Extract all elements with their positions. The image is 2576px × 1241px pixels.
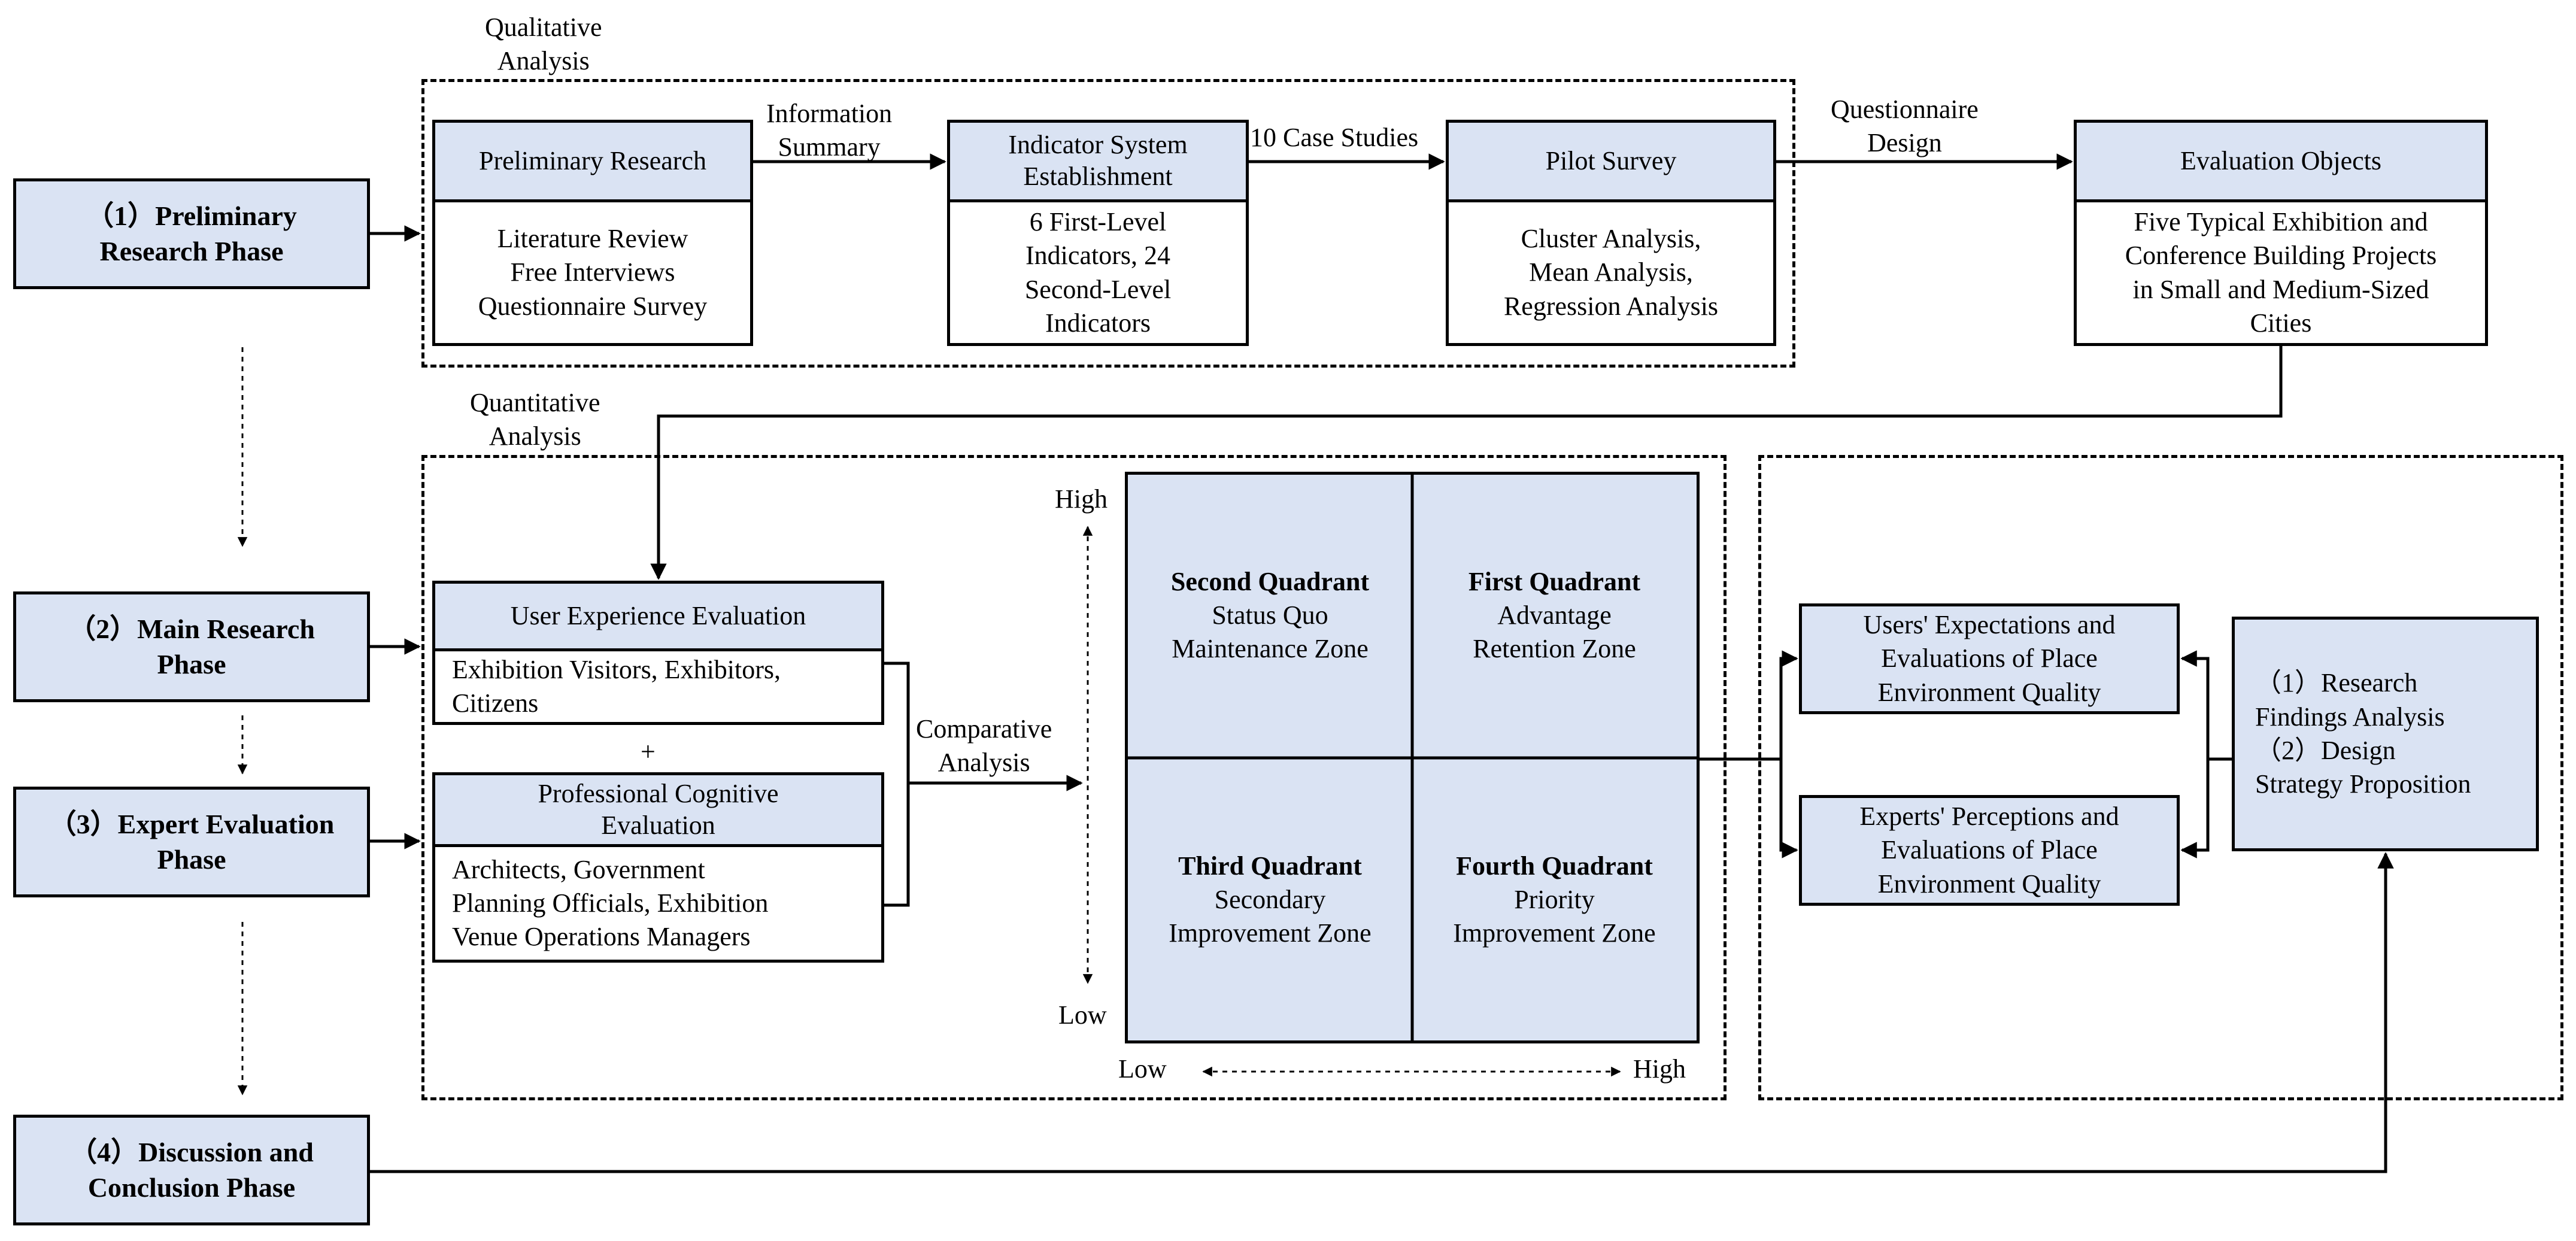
quantitative-analysis-region (421, 455, 1727, 1100)
indicator-system-content: 6 First-Level Indicators, 24 Second-Leve… (947, 199, 1249, 346)
fourth-quadrant: Fourth Quadrant Priority Improvement Zon… (1453, 851, 1656, 948)
arrow-to-users-expectations (1772, 650, 1798, 761)
case-studies-label: 10 Case Studies (1250, 123, 1419, 152)
information-summary-label: Information Summary (766, 99, 893, 162)
user-experience-participants: Exhibition Visitors, Exhibitors, Citizen… (432, 648, 884, 725)
comparative-analysis-label: Comparative Analysis (916, 714, 1052, 777)
preliminary-research-methods: Literature Review Free Interviews Questi… (432, 199, 753, 346)
results-region (1758, 455, 2563, 1100)
findings-and-strategy-box: （1）Research Findings Analysis （2）Design … (2232, 617, 2539, 851)
experts-perceptions-box: Experts' Perceptions and Evaluations of … (1799, 795, 2180, 906)
arrow-findings-to-users (2180, 650, 2210, 759)
professional-participants: Architects, Government Planning Official… (432, 844, 884, 963)
arrow-objects-to-user-evaluation (650, 346, 2283, 580)
y-axis-low-label: Low (1058, 1000, 1107, 1030)
plus-sign: + (641, 737, 656, 766)
bracket-evaluations (884, 662, 910, 907)
arrow-phase4-to-findings (370, 852, 2394, 1173)
pilot-survey-methods: Cluster Analysis, Mean Analysis, Regress… (1446, 199, 1776, 346)
x-axis-high-label: High (1633, 1054, 1686, 1084)
evaluation-objects-content: Five Typical Exhibition and Conference B… (2074, 199, 2488, 346)
first-quadrant: First Quadrant Advantage Retention Zone (1468, 566, 1641, 664)
user-experience-evaluation-header: User Experience Evaluation (432, 581, 884, 651)
qualitative-analysis-label: Qualitative Analysis (485, 13, 602, 75)
third-quadrant: Third Quadrant Secondary Improvement Zon… (1169, 851, 1372, 948)
quantitative-analysis-label: Quantitative Analysis (470, 388, 600, 451)
arrow-to-experts-perceptions (1779, 759, 1798, 858)
second-quadrant: Second Quadrant Status Quo Maintenance Z… (1170, 566, 1370, 664)
questionnaire-design-label: Questionnaire Design (1831, 95, 1979, 157)
qualitative-analysis-region (421, 79, 1795, 368)
y-axis-high-label: High (1055, 484, 1108, 514)
x-axis-low-label: Low (1118, 1054, 1167, 1084)
users-expectations-box: Users' Expectations and Evaluations of P… (1799, 603, 2180, 714)
arrow-findings-to-experts (2180, 759, 2210, 858)
